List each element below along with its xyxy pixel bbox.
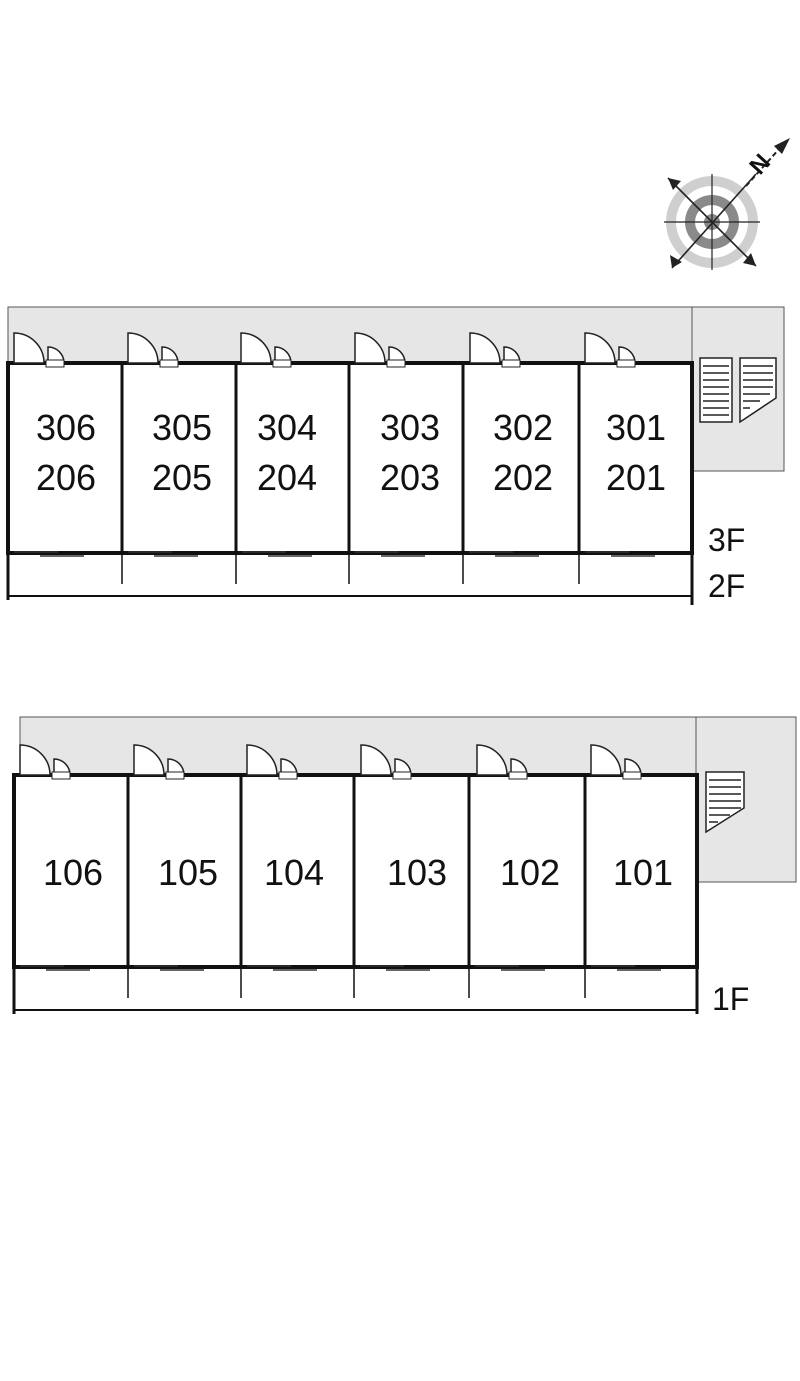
stairs-icon: [739, 357, 777, 424]
door-icon: [240, 332, 292, 368]
door-icon: [590, 744, 642, 780]
door-icon: [19, 744, 71, 780]
unit-label: 205: [152, 457, 212, 498]
unit-label: 105: [158, 852, 218, 893]
unit-label: 101: [613, 852, 673, 893]
unit-label: 204: [257, 457, 317, 498]
window-icon: [469, 551, 539, 557]
unit-label: 306: [36, 407, 96, 448]
unit-label: 201: [606, 457, 666, 498]
window-icon: [360, 965, 430, 971]
unit-label: 301: [606, 407, 666, 448]
unit-label: 106: [43, 852, 103, 893]
upper-floor-block: 306 206 305 205 304 204 303 203 302 202 …: [6, 306, 785, 605]
unit-label: 104: [264, 852, 324, 893]
door-icon: [469, 332, 521, 368]
window-icon: [247, 965, 317, 971]
door-icon: [127, 332, 179, 368]
window-icon: [355, 551, 425, 557]
door-icon: [133, 744, 185, 780]
north-label: N: [744, 149, 776, 180]
door-icon: [476, 744, 528, 780]
unit-label: 302: [493, 407, 553, 448]
door-icon: [360, 744, 412, 780]
window-icon: [475, 965, 545, 971]
unit-label: 304: [257, 407, 317, 448]
door-icon: [584, 332, 636, 368]
window-icon: [128, 551, 198, 557]
window-icon: [242, 551, 312, 557]
stairs-icon: [705, 771, 745, 834]
compass-rose-icon: N: [664, 138, 790, 270]
stairs-icon: [699, 357, 733, 423]
window-icon: [585, 551, 655, 557]
unit-label: 303: [380, 407, 440, 448]
balcony-upper: [6, 553, 694, 605]
unit-label: 103: [387, 852, 447, 893]
floor-label: 3F: [708, 522, 745, 558]
unit-label: 203: [380, 457, 440, 498]
door-icon: [246, 744, 298, 780]
unit-label: 305: [152, 407, 212, 448]
window-icon: [14, 551, 84, 557]
door-icon: [354, 332, 406, 368]
unit-label: 202: [493, 457, 553, 498]
window-icon: [134, 965, 204, 971]
window-icon: [20, 965, 90, 971]
unit-label: 206: [36, 457, 96, 498]
floor-label: 1F: [712, 981, 749, 1017]
door-icon: [13, 332, 65, 368]
lower-floor-block: 106 105 104 103 102 101 1F: [12, 716, 797, 1017]
floor-label: 2F: [708, 568, 745, 604]
window-icon: [591, 965, 661, 971]
unit-label: 102: [500, 852, 560, 893]
balcony-lower: [12, 967, 699, 1014]
